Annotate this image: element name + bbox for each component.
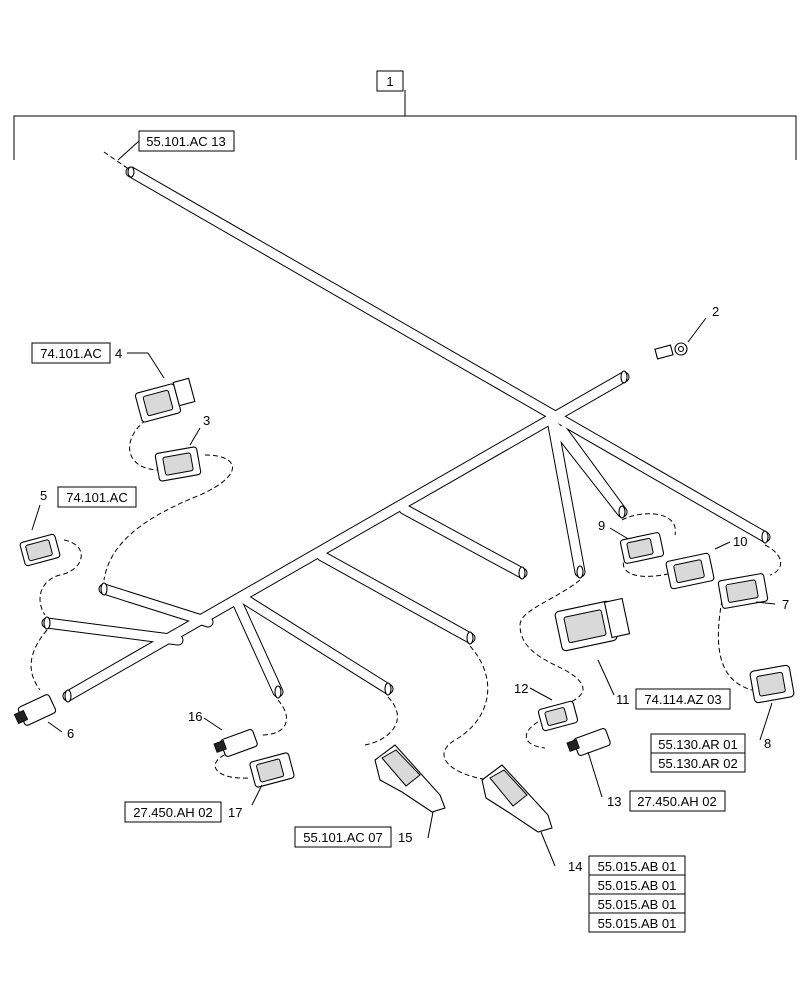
connector-item-4: 74.101.AC 4 bbox=[31, 342, 196, 423]
harness-tube bbox=[547, 415, 585, 577]
callout-2: 2 bbox=[712, 304, 719, 319]
callout-8: 8 bbox=[764, 736, 771, 751]
harness-tube bbox=[241, 595, 393, 694]
svg-text:27.450.AH 02: 27.450.AH 02 bbox=[133, 805, 213, 820]
connector-item-9: 9 bbox=[598, 518, 665, 564]
callout-6: 6 bbox=[67, 726, 74, 741]
callout-11: 11 bbox=[616, 692, 630, 707]
svg-text:55.101.AC 13: 55.101.AC 13 bbox=[146, 134, 226, 149]
harness-tube bbox=[126, 167, 770, 542]
callout-4: 4 bbox=[115, 346, 122, 361]
callout-14: 14 bbox=[568, 859, 582, 874]
connector-item-7: 7 bbox=[717, 573, 789, 612]
svg-text:55.015.AB 01: 55.015.AB 01 bbox=[598, 897, 677, 912]
harness-tube bbox=[42, 618, 183, 645]
connector-item-13: 13 27.450.AH 02 bbox=[566, 728, 726, 812]
item-8-ref-stack: 55.130.AR 01 55.130.AR 02 bbox=[650, 733, 746, 773]
connector-item-8: 8 55.130.AR 01 55.130.AR 02 bbox=[650, 664, 795, 773]
svg-text:55.101.AC 07: 55.101.AC 07 bbox=[303, 830, 383, 845]
main-harness-ref: 55.101.AC 13 bbox=[103, 130, 235, 171]
harness-tube bbox=[63, 372, 629, 701]
connector-item-16: 16 bbox=[188, 709, 258, 757]
harness-tube bbox=[399, 504, 527, 578]
callout-9: 9 bbox=[598, 518, 605, 533]
harness-tube bbox=[99, 584, 213, 627]
callout-13: 13 bbox=[607, 794, 621, 809]
assembly-bracket: 1 bbox=[13, 70, 797, 160]
connector-item-12: 12 bbox=[514, 681, 579, 732]
svg-text:74.101.AC: 74.101.AC bbox=[40, 346, 101, 361]
connector-item-15: 55.101.AC 07 15 bbox=[294, 744, 446, 848]
callout-5: 5 bbox=[40, 488, 47, 503]
callout-10: 10 bbox=[733, 534, 747, 549]
svg-text:55.015.AB 01: 55.015.AB 01 bbox=[598, 916, 677, 931]
connector-item-14: 14 55.015.AB 01 55.015.AB 01 55.015.AB 0… bbox=[481, 764, 686, 933]
svg-text:27.450.AH 02: 27.450.AH 02 bbox=[637, 794, 717, 809]
item-1-label: 1 bbox=[386, 74, 393, 89]
harness-tube bbox=[557, 425, 627, 517]
tube-end-caps bbox=[43, 166, 769, 703]
callout-16: 16 bbox=[188, 709, 202, 724]
connector-item-6: 6 bbox=[13, 694, 74, 741]
svg-text:74.114.AZ 03: 74.114.AZ 03 bbox=[644, 692, 721, 707]
harness-tube bbox=[233, 599, 283, 697]
callout-7: 7 bbox=[782, 597, 789, 612]
svg-text:74.101.AC: 74.101.AC bbox=[66, 490, 127, 505]
svg-text:55.130.AR 02: 55.130.AR 02 bbox=[658, 756, 738, 771]
harness-tube bbox=[317, 551, 475, 643]
harness-tubes bbox=[41, 166, 771, 702]
connector-item-11: 11 74.114.AZ 03 bbox=[554, 597, 731, 710]
callout-12: 12 bbox=[514, 681, 528, 696]
callout-3: 3 bbox=[203, 413, 210, 428]
svg-text:55.130.AR 01: 55.130.AR 01 bbox=[658, 737, 738, 752]
ring-terminal-item-2: 2 bbox=[654, 304, 719, 360]
connector-item-10: 10 bbox=[665, 534, 747, 590]
callout-17: 17 bbox=[228, 805, 242, 820]
connector-item-3: 3 bbox=[154, 413, 210, 482]
connector-item-5: 5 74.101.AC bbox=[19, 486, 137, 567]
svg-text:55.015.AB 01: 55.015.AB 01 bbox=[598, 859, 677, 874]
connector-item-17: 27.450.AH 02 17 bbox=[124, 752, 295, 823]
svg-text:55.015.AB 01: 55.015.AB 01 bbox=[598, 878, 677, 893]
item-14-ref-stack: 55.015.AB 01 55.015.AB 01 55.015.AB 01 5… bbox=[588, 855, 686, 933]
dashed-wire-routes bbox=[30, 350, 782, 781]
callout-15: 15 bbox=[398, 830, 412, 845]
